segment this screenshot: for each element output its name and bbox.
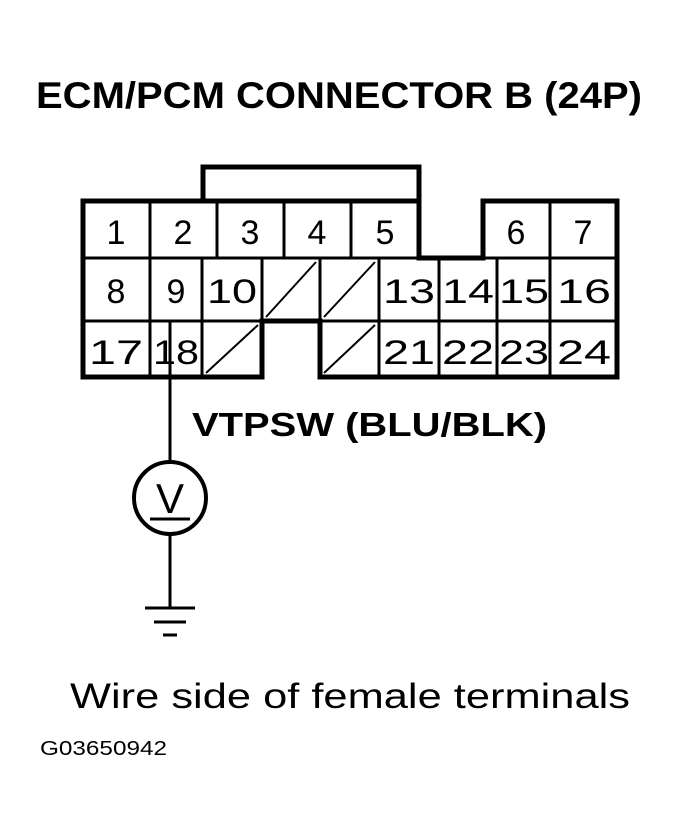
voltmeter-icon: V xyxy=(132,460,208,536)
pin-label: 15 xyxy=(499,273,549,311)
pin-label: 10 xyxy=(207,273,257,311)
pin-label: 5 xyxy=(376,214,395,252)
pin-label: 9 xyxy=(167,273,186,311)
pin-label: 6 xyxy=(507,214,526,252)
pin-label: 23 xyxy=(499,334,549,372)
empty-cavity-19 xyxy=(205,324,259,374)
pin-label: 17 xyxy=(89,334,143,372)
pin-label: 4 xyxy=(308,214,327,252)
empty-cavity-12 xyxy=(323,261,376,318)
wire-label: VTPSW (BLU/BLK) xyxy=(192,406,547,443)
pin-labels: 1 2 3 4 5 6 7 8 9 10 13 14 15 16 17 18 2… xyxy=(89,214,611,372)
pin-label: 2 xyxy=(174,214,193,252)
pin-label: 22 xyxy=(442,334,494,372)
diagram-caption: Wire side of female terminals xyxy=(70,677,630,716)
empty-cavity-20 xyxy=(323,324,376,374)
voltmeter-symbol: V xyxy=(156,475,184,522)
pin-label: 24 xyxy=(557,334,611,372)
cavity-dividers xyxy=(83,201,617,377)
pin-label: 8 xyxy=(107,273,126,311)
empty-cavity-marks xyxy=(205,261,376,374)
pin-label: 18 xyxy=(153,334,199,372)
pin-label: 13 xyxy=(383,273,435,311)
diagram-title: ECM/PCM CONNECTOR B (24P) xyxy=(36,75,642,116)
ground-icon xyxy=(145,606,195,637)
connector-lock-tab xyxy=(200,164,422,201)
pin-label: 3 xyxy=(241,214,260,252)
empty-cavity-11 xyxy=(265,261,317,318)
figure-code: G03650942 xyxy=(40,738,167,760)
pin-label: 21 xyxy=(383,334,435,372)
pin-label: 16 xyxy=(557,273,611,311)
pin-label: 7 xyxy=(574,214,593,252)
pin-label: 14 xyxy=(442,273,494,311)
pin-label: 1 xyxy=(107,214,126,252)
